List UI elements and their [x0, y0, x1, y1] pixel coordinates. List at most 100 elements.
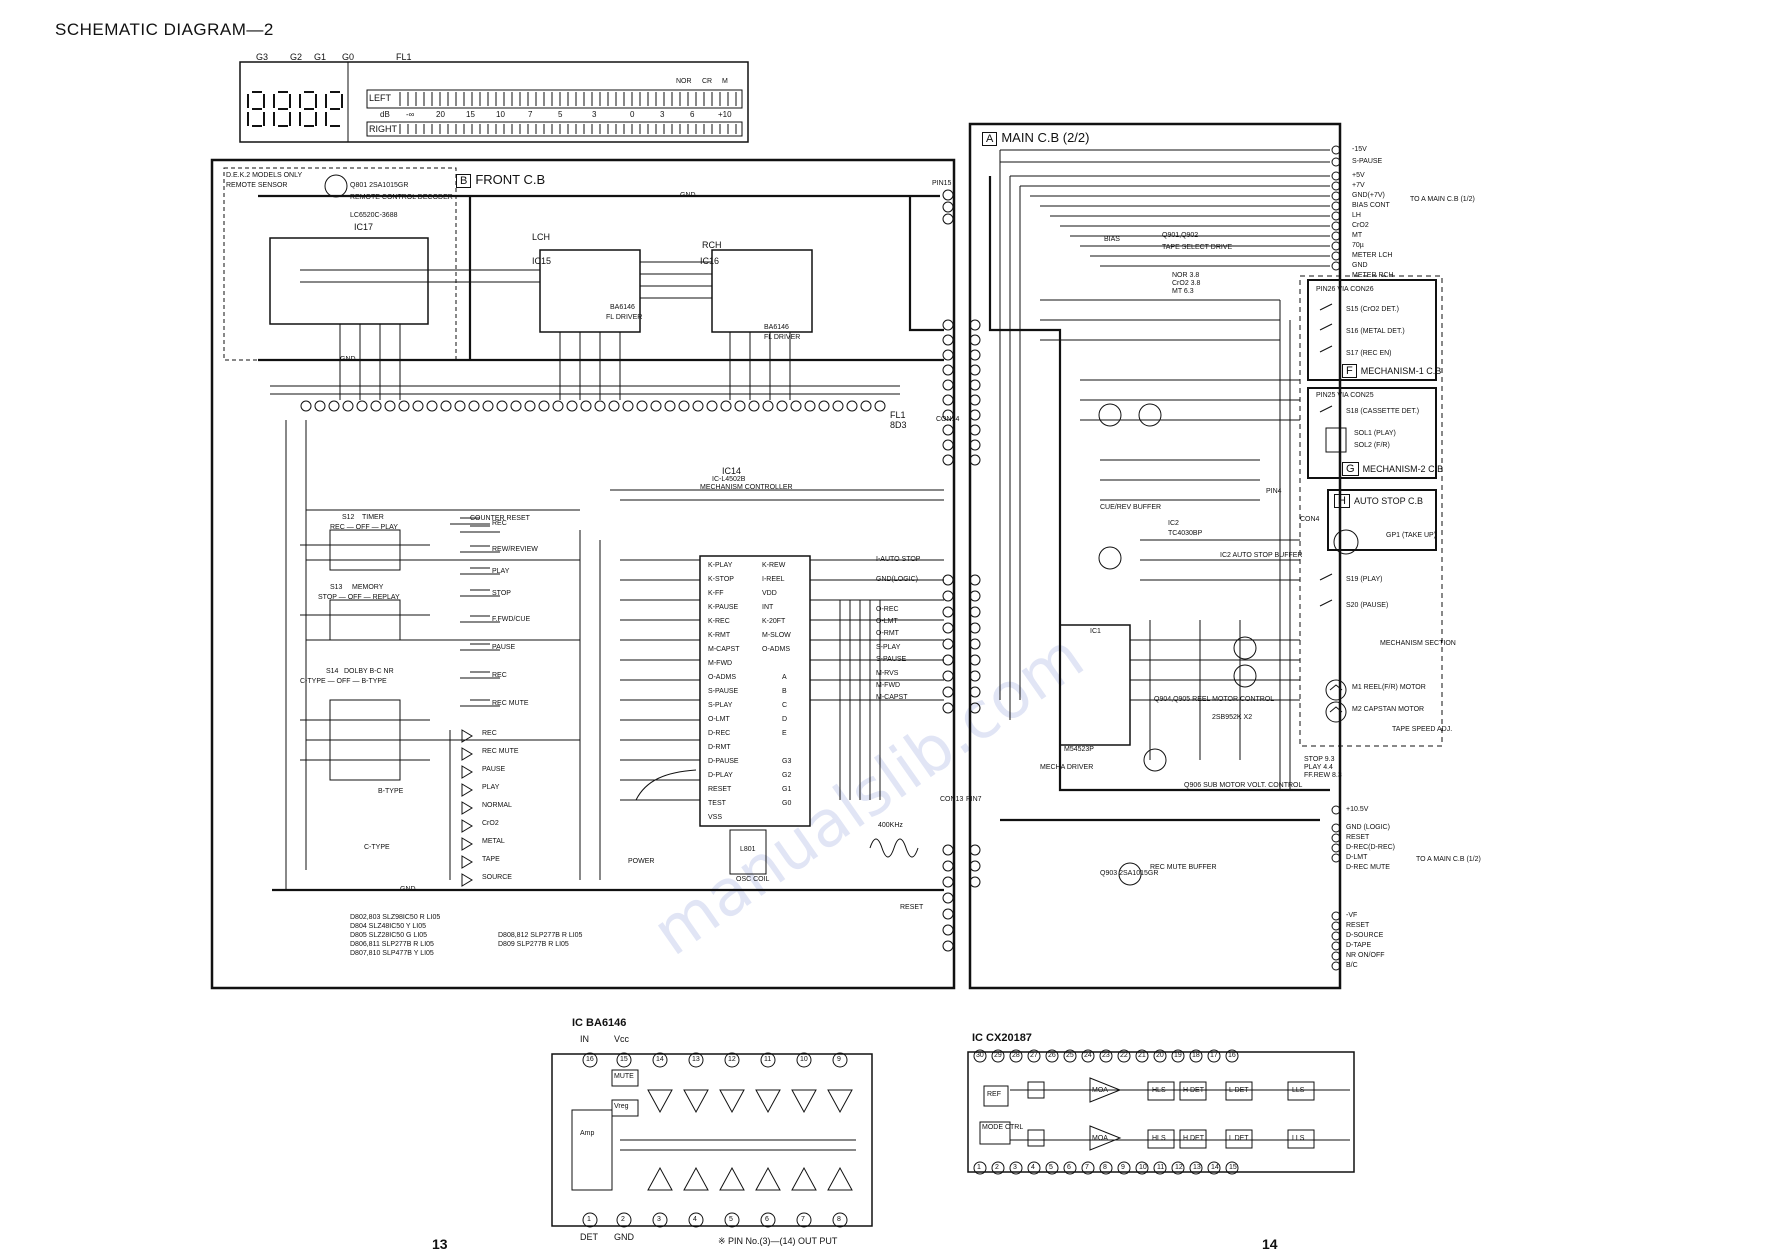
display-scale-15: 15 — [466, 110, 475, 119]
display-scale-5: 5 — [558, 110, 563, 119]
ic14-pin-left: TEST — [708, 800, 726, 807]
ba6146-pin-number: 4 — [693, 1216, 697, 1223]
mecha-driver-label: MECHA DRIVER — [1040, 764, 1094, 771]
autostop-board-label: AUTO STOP C.B — [1353, 496, 1423, 506]
led-label: REC — [482, 730, 497, 737]
right-bottom-signal-label: D-TAPE — [1346, 942, 1372, 949]
con4-label: CON4 — [1300, 516, 1320, 523]
cx20187-pin-number: 19 — [1174, 1052, 1182, 1059]
cx20187-pin-number: 9 — [1121, 1164, 1125, 1171]
mech-signal-label: M-FWD — [876, 682, 901, 689]
ba6146-pin-number: 3 — [657, 1216, 661, 1223]
display-mode-nor: NOR — [676, 78, 692, 85]
m2-label: M2 CAPSTAN MOTOR — [1352, 706, 1425, 713]
led-label: CrO2 — [482, 820, 499, 827]
ba6146-pin-number: 16 — [586, 1056, 594, 1063]
key-switch-label: REC — [492, 672, 507, 679]
ba6146-in-label: IN — [580, 1034, 589, 1044]
cx20187-lls-block: LLS — [1292, 1087, 1305, 1094]
right-bottom-signal-label: D-REC MUTE — [1346, 864, 1390, 871]
main-board-tag: A — [982, 132, 998, 146]
ba6146-pin-number: 9 — [837, 1056, 841, 1063]
bias-label: BIAS — [1104, 236, 1120, 243]
slide-switches — [300, 529, 430, 781]
right-signal-label: MT — [1352, 232, 1363, 239]
ic14-pin-left: K-REC — [708, 618, 730, 625]
ic14-pin-right: G3 — [782, 758, 792, 765]
cx20187-moa-block: MOA — [1092, 1087, 1108, 1094]
gnd-label-top: GND — [680, 192, 696, 199]
s13-label: S13 — [330, 584, 343, 591]
dolby-label: DOLBY B-C NR — [344, 668, 394, 675]
mt-volt-label: MT 6.3 — [1172, 288, 1194, 295]
display-mode-m: M — [722, 78, 728, 85]
right-signal-label: BIAS CONT — [1352, 202, 1390, 209]
right-bottom-signal-label: +10.5V — [1346, 806, 1369, 813]
ic14-pin-right: D — [782, 716, 788, 723]
led-parts-line: D804 SLZ48IC50 Y LI05 — [350, 923, 427, 930]
ba6146-pin-number: 15 — [620, 1056, 628, 1063]
ic14-pin-right: O-ADMS — [762, 646, 790, 653]
cx20187-pin-number: 26 — [1048, 1052, 1056, 1059]
ba6146-pin-number: 8 — [837, 1216, 841, 1223]
fl-left-bar — [366, 89, 743, 109]
cx20187-pin-number: 21 — [1138, 1052, 1146, 1059]
sol1-label: SOL1 (PLAY) — [1354, 430, 1396, 437]
right-bottom-signal-label: D-SOURCE — [1346, 932, 1384, 939]
display-right-label: RIGHT — [369, 124, 397, 134]
cx20187-box — [967, 1051, 1355, 1173]
cx20187-pin-number: 12 — [1175, 1164, 1183, 1171]
rec-off-play-label: REC — OFF — PLAY — [330, 524, 398, 531]
led-parts-line: D806,811 SLP277B R LI05 — [350, 941, 434, 948]
cx20187-pin-number: 24 — [1084, 1052, 1092, 1059]
fl-digit-area — [239, 61, 349, 143]
btype-label: B-TYPE — [378, 788, 404, 795]
ic17-label: IC17 — [354, 222, 374, 232]
power-label: POWER — [628, 858, 655, 865]
ic14-pin-right: K-20FT — [762, 618, 786, 625]
led-parts-line: D805 SLZ28IC50 G LI05 — [350, 932, 428, 939]
display-scale-10: 10 — [496, 110, 505, 119]
led-label: REC MUTE — [482, 748, 519, 755]
decoder-label: REMOTE CONTROL DECODER — [350, 194, 453, 201]
ic14-pin-left: O-ADMS — [708, 674, 736, 681]
pin25-label: PIN25 VIA CON25 — [1316, 392, 1374, 399]
gnd-label-bottom: GND — [340, 356, 356, 363]
ba6146-mute-block: MUTE — [614, 1073, 634, 1080]
ic14-pin-left: S-PAUSE — [708, 688, 739, 695]
cx20187-pin-number: 8 — [1103, 1164, 1107, 1171]
cx20187-pin-number: 22 — [1120, 1052, 1128, 1059]
mech1-board-label: MECHANISM-1 C.B — [1360, 366, 1442, 376]
cx20187-pin-number: 7 — [1085, 1164, 1089, 1171]
cx20187-pin-number: 18 — [1192, 1052, 1200, 1059]
right-bottom-signal-label: RESET — [1346, 922, 1370, 929]
tape-speed-label: TAPE SPEED ADJ. — [1392, 726, 1453, 733]
dek-note: D.E.K.2 MODELS ONLY — [226, 172, 303, 179]
display-scale-db: dB — [380, 110, 390, 119]
s16-label: S16 (METAL DET.) — [1346, 328, 1405, 335]
mech-signal-label: M-RVS — [876, 670, 899, 677]
ic14-label: IC14 — [722, 466, 742, 476]
ic1-box — [1059, 624, 1131, 746]
cx20187-pin-number: 15 — [1229, 1164, 1237, 1171]
cx20187-pins — [973, 1049, 1239, 1175]
ffrew-volt-label: FF.REW 8.3 — [1304, 772, 1342, 779]
ic14-pin-left: D-PLAY — [708, 772, 733, 779]
ic17-box — [269, 237, 429, 325]
memory-label: MEMORY — [352, 584, 384, 591]
ic14-pin-right: K-REW — [762, 562, 786, 569]
fl-right-bar — [366, 121, 743, 137]
mech-section-label: MECHANISM SECTION — [1380, 640, 1456, 647]
ic14-pin-right: B — [782, 688, 787, 695]
fl1-pin-row — [300, 400, 886, 412]
ic1-label: IC1 — [1090, 628, 1101, 635]
cx20187-ldet-block: L DET — [1229, 1087, 1249, 1094]
heavy-routes — [258, 176, 1330, 892]
ic14-pin-left: M-CAPST — [708, 646, 740, 653]
cx20187-mode-block: MODE CTRL — [982, 1124, 1024, 1131]
ic14-pin-left: K-STOP — [708, 576, 734, 583]
right-bottom-signal-label: D-REC(D-REC) — [1346, 844, 1395, 851]
ba6146-pins — [582, 1052, 848, 1228]
key-switch-label: REC — [492, 520, 507, 527]
